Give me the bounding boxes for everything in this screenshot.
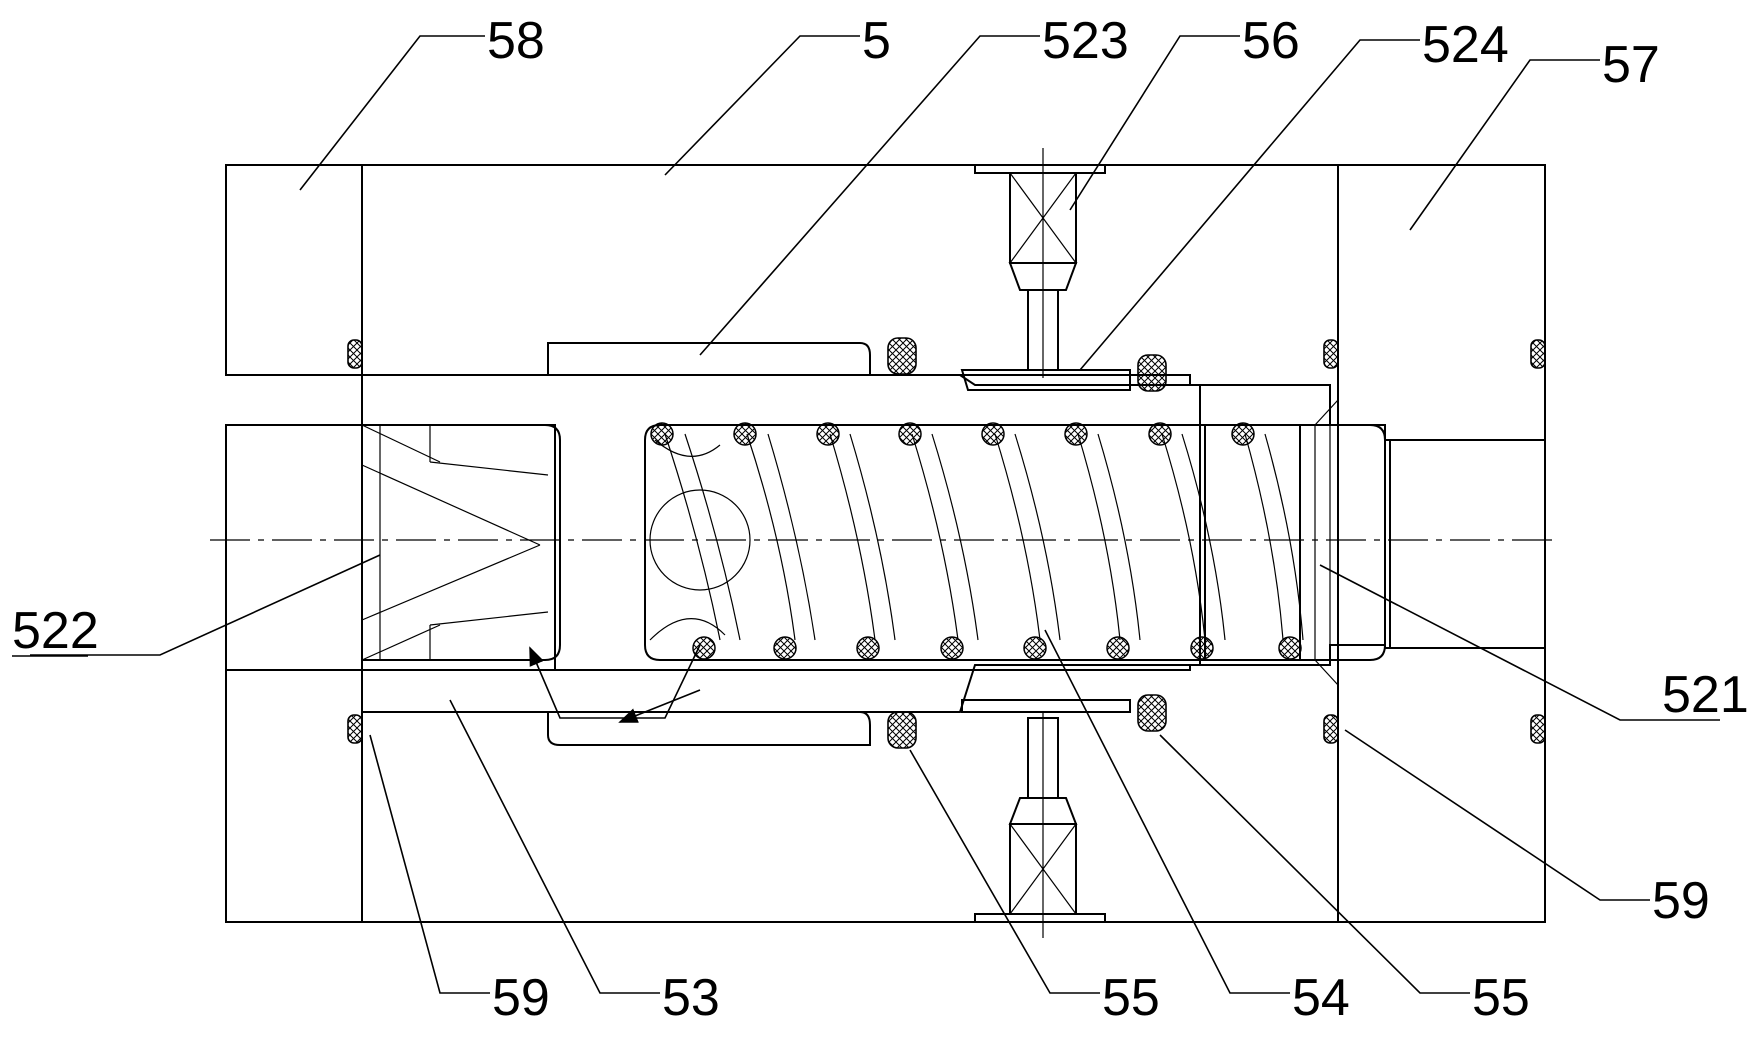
housing-body [225, 164, 1546, 923]
label-55-right: 55 [1472, 969, 1530, 1027]
label-53: 53 [662, 969, 720, 1027]
o-rings [347, 337, 1546, 749]
leader-lines [30, 35, 1720, 994]
bottom-vent-plug [974, 712, 1106, 938]
label-55-mid: 55 [1102, 969, 1160, 1027]
inlet-nozzle [361, 424, 561, 661]
compression-spring [649, 422, 1304, 660]
annular-grooves [547, 342, 1131, 746]
reference-numerals: 58 5 523 56 524 57 522 521 59 59 53 55 5… [12, 12, 1749, 1027]
flow-arrows [529, 644, 701, 723]
label-523: 523 [1042, 12, 1129, 70]
label-56: 56 [1242, 12, 1300, 70]
label-524: 524 [1422, 16, 1509, 74]
label-57: 57 [1602, 36, 1660, 94]
top-vent-plug [974, 148, 1106, 378]
label-5: 5 [862, 12, 891, 70]
label-521: 521 [1662, 666, 1749, 724]
label-58: 58 [487, 12, 545, 70]
valve-sleeve [361, 374, 1201, 713]
spring-bore [644, 399, 1386, 686]
label-54: 54 [1292, 969, 1350, 1027]
label-59-right: 59 [1652, 872, 1710, 930]
label-522: 522 [12, 602, 99, 660]
label-59-left: 59 [492, 969, 550, 1027]
